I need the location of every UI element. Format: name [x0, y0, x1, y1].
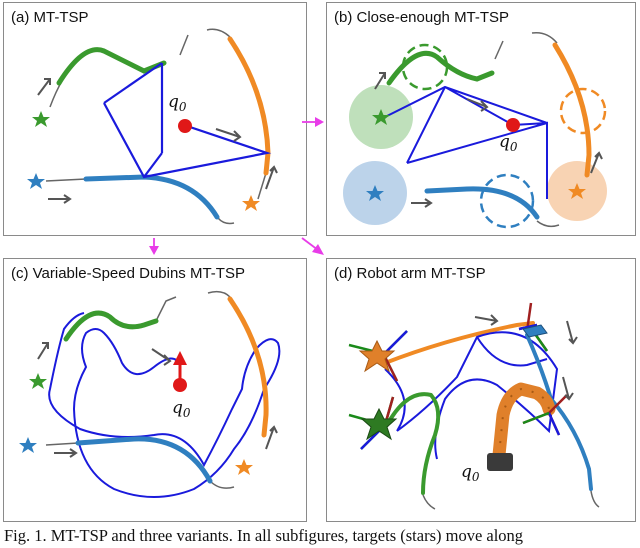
blue-target-star: [27, 173, 45, 189]
panel-c-plot: q0: [19, 290, 281, 498]
green-target-star: [372, 109, 390, 125]
orange-target-trajectory: [227, 296, 269, 438]
heading-arrow-head: [173, 351, 187, 365]
orange-trajectory-tail: [207, 290, 231, 298]
start-motion-arrow: [215, 128, 242, 142]
panel-title: (a) MT-TSP: [11, 9, 89, 26]
robot-tour: [384, 331, 559, 460]
panel-b-plot: q0: [343, 31, 607, 229]
connector-a-to-d-head: [312, 244, 324, 255]
start-motion-arrow: [466, 98, 489, 112]
green-target-trajectory: [385, 392, 441, 495]
panel-a-mt-tsp: q0 (a) MT-TSP: [3, 2, 307, 236]
orange-motion-arrow: [265, 165, 278, 190]
blue-trajectory-tail: [536, 220, 560, 228]
orange-target-star: [568, 183, 586, 199]
green-neighborhood-circle: [401, 43, 449, 91]
robot-tour: [103, 63, 272, 179]
robot-tour-segment: [103, 62, 163, 104]
blue-trajectory-head: [45, 178, 87, 182]
orange-target-star: [242, 195, 260, 211]
blue-motion-arrow: [566, 320, 578, 345]
panel-d-robot-arm: q0 (d) Robot arm MT-TSP: [326, 258, 636, 522]
start-label: q0: [461, 462, 480, 484]
figure-caption: Fig. 1. MT-TSP and three variants. In al…: [4, 526, 524, 545]
green-target-star: [360, 407, 398, 441]
green-trajectory-tail: [155, 296, 177, 322]
blue-motion-arrow: [48, 194, 72, 204]
panel-c-variable-speed-dubins: q0 (c) Variable-Speed Dubins MT-TSP: [3, 258, 307, 522]
blue-motion-arrow: [411, 198, 433, 208]
orange-target-trajectory: [227, 36, 271, 176]
green-motion-arrow: [37, 342, 49, 360]
orange-target-trajectory: [552, 42, 592, 178]
orange-trajectory-tail: [531, 31, 558, 44]
end-effector-axis-y: [522, 411, 550, 425]
blue-trajectory-head: [45, 442, 79, 446]
start-point: [178, 119, 192, 133]
start-label: q0: [172, 398, 191, 420]
panel-title: (c) Variable-Speed Dubins MT-TSP: [11, 265, 245, 282]
orange-target-trajectory: [383, 321, 535, 365]
blue-trajectory-tail: [217, 217, 235, 225]
start-point: [506, 118, 520, 132]
orange-trajectory-tail: [206, 28, 231, 38]
orange-neighborhood-circle: [559, 87, 607, 135]
start-label: q0: [168, 92, 187, 114]
blue-axis-z: [518, 323, 538, 331]
blue-target-trajectory: [75, 436, 213, 484]
blue-trajectory-tail: [590, 490, 600, 508]
orange-axis-x: [383, 356, 399, 382]
end-effector-motion-arrow: [562, 376, 574, 401]
panel-title: (d) Robot arm MT-TSP: [334, 265, 486, 282]
green-motion-arrow: [37, 78, 51, 96]
green-target-trajectory: [386, 50, 495, 86]
orange-motion-arrow: [265, 425, 278, 450]
robot-tour: [384, 85, 548, 199]
orange-motion-arrow: [590, 151, 603, 174]
connector-a-to-c-head: [149, 246, 159, 255]
orange-target-star: [358, 339, 396, 373]
panel-b-close-enough: q0 (b) Close-enough MT-TSP: [326, 2, 636, 236]
blue-neighborhood-circle: [479, 173, 535, 229]
robot-tour: [48, 312, 281, 498]
blue-target-box: [522, 324, 548, 338]
green-trajectory-tail: [179, 34, 189, 56]
orange-trajectory-head: [257, 172, 267, 200]
green-target-star: [29, 373, 47, 389]
blue-target-star: [19, 437, 37, 453]
green-motion-arrow: [374, 72, 386, 90]
blue-motion-arrow: [54, 448, 78, 458]
green-target-star: [32, 111, 50, 127]
orange-target-star: [235, 459, 253, 475]
green-trajectory-tail: [494, 40, 504, 60]
panel-d-plot: q0: [348, 302, 600, 510]
orange-motion-arrow: [474, 314, 499, 326]
blue-target-trajectory: [424, 186, 540, 220]
connector-a-to-b-head: [315, 117, 324, 127]
end-effector-axis-z: [547, 412, 561, 436]
start-motion-arrow: [151, 348, 172, 366]
green-target-trajectory: [56, 47, 167, 86]
panel-title: (b) Close-enough MT-TSP: [334, 9, 510, 26]
robot-arm-joints: [498, 387, 550, 456]
green-trajectory-tail: [422, 494, 436, 510]
start-label: q0: [499, 132, 518, 154]
robot-arm-base: [487, 453, 513, 471]
blue-target-star: [366, 185, 384, 201]
panel-a-plot: q0: [27, 28, 278, 225]
start-point: [173, 378, 187, 392]
green-target-trajectory: [63, 310, 159, 342]
